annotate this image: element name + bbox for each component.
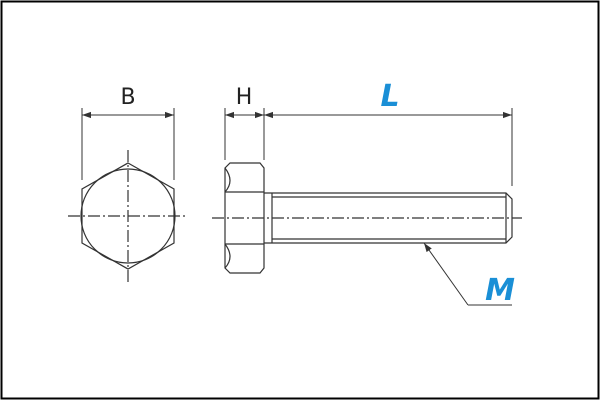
thread-leader <box>423 242 512 306</box>
hex-outline <box>81 162 175 270</box>
label-h: H <box>236 85 253 110</box>
hex-end-view <box>68 150 188 282</box>
bolt-side-view <box>212 162 522 274</box>
head-chamfer-bottom <box>224 243 231 269</box>
label-l: L <box>380 79 399 114</box>
label-m: M <box>485 273 515 308</box>
dimension-l <box>264 108 513 186</box>
dimension-b <box>81 108 175 180</box>
head-chamfer-top <box>224 167 231 193</box>
label-b: B <box>120 85 135 110</box>
bolt-head-outline <box>224 162 265 274</box>
m-leader-line <box>423 242 469 306</box>
